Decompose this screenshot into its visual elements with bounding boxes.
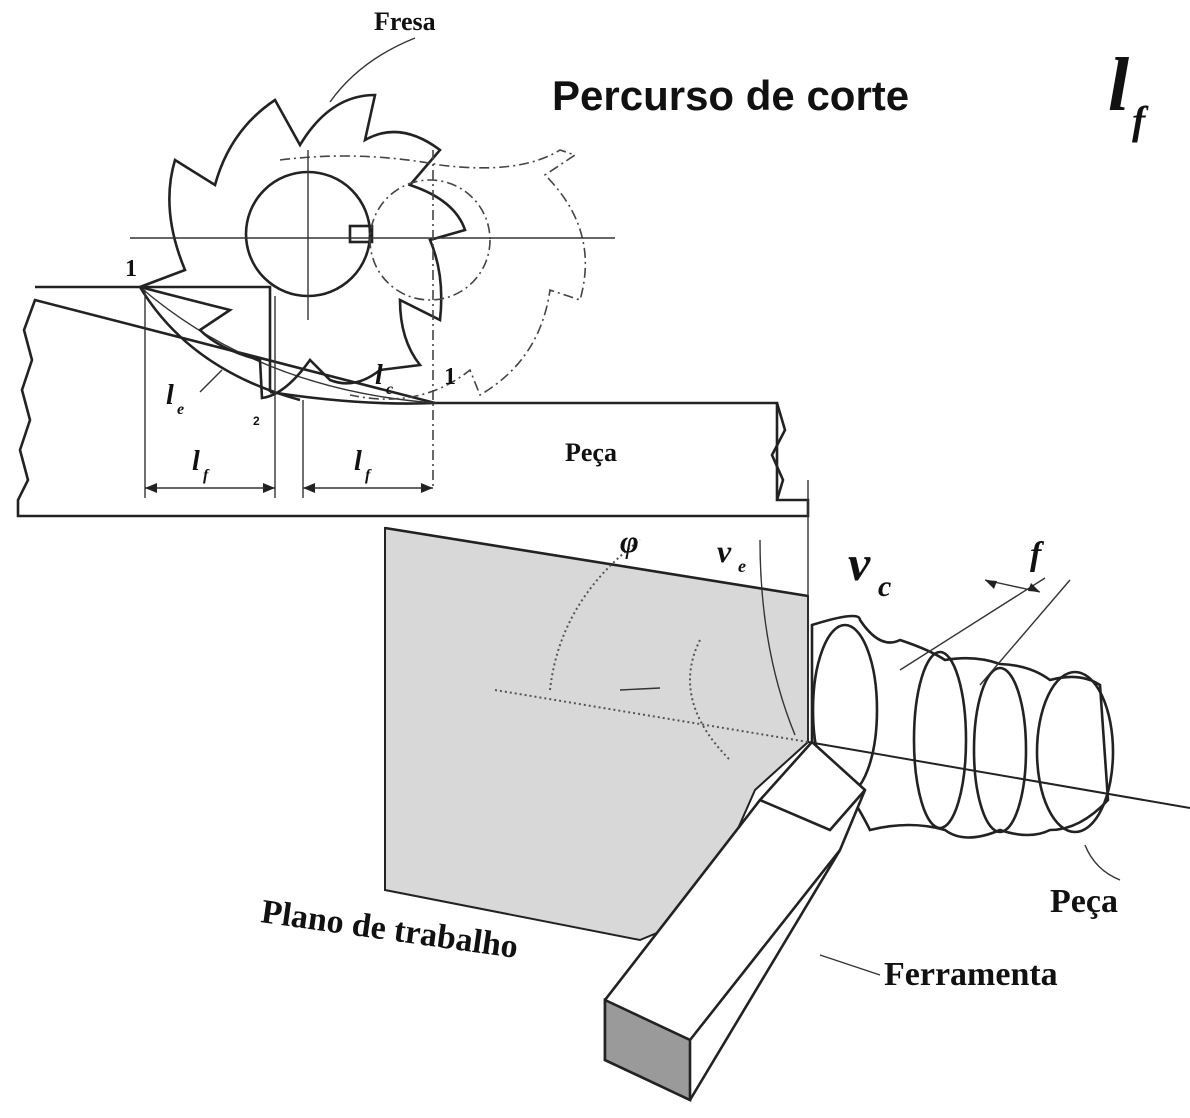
lf-dimension-right — [303, 483, 433, 493]
phi-label: φ — [620, 523, 639, 559]
point-2: 2 — [253, 414, 260, 428]
tool-end-face — [603, 997, 692, 1103]
workpiece-outline — [16, 285, 810, 518]
le-leader — [199, 369, 223, 393]
workpiece-leader — [1084, 844, 1121, 881]
lf-left-symbol: l — [192, 446, 200, 477]
feed-label: f — [1030, 536, 1045, 573]
title-subscript: f — [1132, 98, 1149, 143]
cut-arc-left — [138, 286, 301, 402]
vc-symbol: v — [848, 535, 871, 591]
workpiece-end-face — [1035, 670, 1115, 834]
keyway — [348, 224, 374, 244]
milling-cutter-dashed — [130, 149, 615, 490]
cutting-tool — [603, 740, 867, 1103]
title: Percurso de corte l f — [552, 43, 1149, 143]
ve-vector — [759, 539, 796, 736]
plane-top-edge — [384, 526, 809, 598]
lf-dimension-left — [145, 483, 275, 493]
fresa-label: Fresa — [374, 7, 436, 36]
tool-edges — [688, 789, 866, 1041]
turning-diagram: φ v e v c f Plano de trabalho Peça Ferra… — [259, 480, 1190, 1103]
phi-tick — [619, 687, 661, 691]
lf-right-subscript: f — [365, 467, 372, 484]
cut-surface — [268, 296, 436, 405]
title-symbol: l — [1108, 43, 1129, 127]
lf-right-symbol: l — [354, 446, 362, 477]
workpiece-break-right — [770, 402, 787, 501]
fresa-leader — [329, 37, 416, 103]
cut-arc-long — [139, 286, 436, 404]
feed-arrows — [985, 580, 1040, 592]
milling-diagram: Fresa 1 1 2 l e l c l f l f Peça — [16, 7, 810, 518]
phi-arc — [549, 539, 641, 691]
workpiece-projection — [689, 639, 731, 761]
title-text: Percurso de corte — [552, 72, 909, 119]
vc-subscript: c — [878, 570, 891, 603]
le-subscript: e — [177, 401, 184, 418]
turning-workpiece-label: Peça — [1050, 883, 1118, 920]
le-symbol: l — [166, 380, 174, 411]
lc-subscript: c — [386, 381, 393, 398]
point-1-right: 1 — [444, 364, 456, 390]
ve-symbol: v — [717, 533, 732, 569]
tool-label: Ferramenta — [884, 956, 1058, 993]
milling-workpiece-label: Peça — [565, 438, 617, 467]
lc-symbol: l — [375, 360, 383, 391]
tool-leader — [819, 954, 881, 976]
feed-extension-lines — [899, 577, 1071, 686]
thread-ring-3 — [972, 666, 1028, 834]
point-1-left: 1 — [125, 256, 137, 282]
lf-left-subscript: f — [203, 467, 210, 484]
ve-subscript: e — [738, 556, 746, 576]
thread-ring-2 — [912, 650, 968, 830]
milling-cutter-solid — [135, 93, 467, 400]
